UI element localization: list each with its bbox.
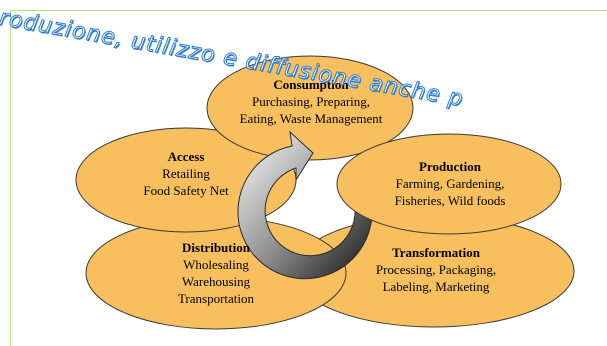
access-line: Food Safety Net: [143, 183, 229, 198]
circular-arrow-icon: [237, 130, 373, 280]
consumption-title: Consumption: [273, 77, 349, 92]
transformation-line: Processing, Packaging,: [375, 262, 497, 277]
distribution-line: Warehousing: [181, 274, 251, 289]
access-line: Retailing: [162, 166, 210, 181]
distribution-line: Wholesaling: [183, 257, 249, 272]
distribution-title: Distribution: [182, 240, 250, 255]
transformation-title: Transformation: [392, 245, 480, 260]
access-label: Access Retailing Food Safety Net: [96, 148, 276, 199]
distribution-line: Transportation: [177, 291, 255, 306]
consumption-label: Consumption Purchasing, Preparing, Eatin…: [208, 76, 414, 127]
production-ellipse: [336, 133, 562, 235]
transformation-line: Labeling, Marketing: [382, 279, 490, 294]
consumption-line: Eating, Waste Management: [239, 111, 383, 126]
access-title: Access: [167, 149, 205, 164]
production-line: Farming, Gardening,: [395, 176, 505, 191]
production-line: Fisheries, Wild foods: [394, 193, 506, 208]
distribution-label: Distribution Wholesaling Warehousing Tra…: [126, 239, 306, 307]
production-label: Production Farming, Gardening, Fisheries…: [360, 158, 540, 209]
page-frame: [10, 10, 607, 346]
production-title: Production: [419, 159, 481, 174]
consumption-ellipse: [206, 55, 414, 161]
transformation-label: Transformation Processing, Packaging, La…: [344, 244, 528, 295]
consumption-line: Purchasing, Preparing,: [251, 94, 371, 109]
